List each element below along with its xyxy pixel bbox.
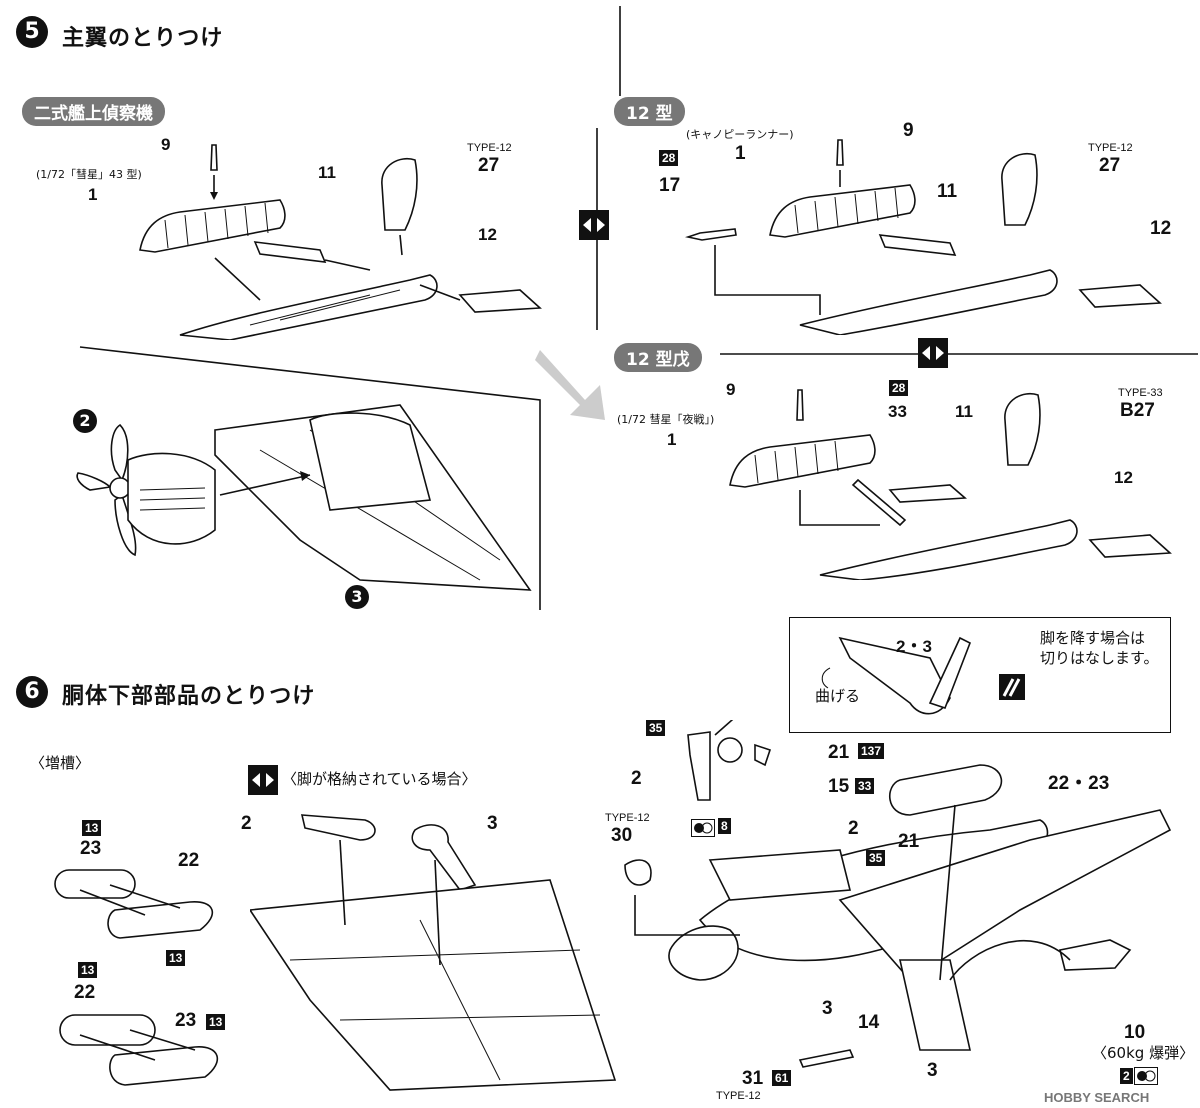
paint-code-33: 33	[855, 778, 875, 794]
callout-3-badge: 3	[345, 585, 369, 609]
nishiki-assembly-diagram	[139, 144, 542, 340]
step-5-badge: 5	[16, 16, 48, 48]
part-number-23-a: 23	[80, 838, 102, 859]
part-number-15: 15	[828, 776, 850, 797]
paint-code-8: 8	[718, 818, 731, 834]
paint-code-13-c: 13	[78, 962, 98, 978]
part-number-9-mid: 9	[726, 380, 736, 399]
transfer-badge-top	[579, 210, 609, 240]
part-number-31: 31	[742, 1068, 764, 1089]
part-number-1-right: 1	[735, 143, 746, 164]
paint-code-35-low: 35	[866, 850, 886, 866]
type12b-assembly-diagram	[729, 389, 1172, 580]
step-6-badge: 6	[16, 676, 48, 708]
underside-assembly-diagram	[624, 720, 1172, 1068]
paint-split-icon-bomb	[1134, 1067, 1158, 1085]
step-5-title: 主翼のとりつけ	[62, 26, 224, 51]
note-gear-retracted: 〈脚が格納されている場合〉	[282, 770, 477, 788]
part-number-3-retract: 3	[487, 813, 498, 834]
part-number-27-left: 27	[478, 155, 500, 176]
part-number-3-low: 3	[822, 998, 833, 1019]
part-number-22-23: 22・23	[1048, 773, 1110, 794]
part-number-10: 10	[1124, 1022, 1146, 1043]
variant-label-type12b: 12 型戊	[614, 343, 702, 372]
part-number-2-retract: 2	[241, 813, 252, 834]
transfer-badge-mid	[918, 338, 948, 368]
paint-code-137: 137	[858, 743, 885, 759]
drop-tank-diagram-1	[54, 869, 214, 939]
drop-tank-diagram-2	[59, 1014, 219, 1086]
part-number-2-cover: 2	[848, 818, 859, 839]
part-number-9-right: 9	[903, 120, 914, 141]
callout-2-badge: 2	[73, 409, 97, 433]
paint-code-13-a: 13	[82, 820, 102, 836]
type-label-30: TYPE-12	[605, 812, 650, 824]
note-suisei-night: (1/72 彗星「夜戦」)	[617, 413, 715, 426]
part-number-11-right: 11	[937, 181, 958, 202]
note-gear-down: 脚を降す場合は 切りはなします。	[1040, 629, 1159, 667]
part-number-9-left: 9	[161, 135, 171, 154]
note-suisei43: (1/72「彗星」43 型)	[36, 168, 142, 181]
gear-down-inset	[789, 617, 1171, 733]
part-number-33-mid: 33	[888, 402, 907, 421]
part-number-14: 14	[858, 1012, 880, 1033]
part-number-21-top: 21	[828, 742, 850, 763]
engine-wing-diagram	[76, 404, 532, 591]
type12-assembly-diagram	[684, 139, 1162, 335]
gear-retracted-diagram	[250, 814, 617, 1091]
part-number-22-b: 22	[74, 982, 96, 1003]
part-number-B27: B27	[1120, 400, 1155, 421]
type-label-31: TYPE-12	[716, 1090, 761, 1102]
paint-code-2: 2	[1120, 1068, 1133, 1084]
part-number-27-right: 27	[1099, 155, 1121, 176]
part-number-12-mid: 12	[1114, 468, 1133, 487]
variant-label-nishiki: 二式艦上偵察機	[22, 97, 165, 126]
part-number-11-left: 11	[318, 163, 336, 182]
step-6-title: 胴体下部部品のとりつけ	[62, 684, 316, 709]
paint-code-61: 61	[772, 1070, 792, 1086]
part-number-17: 17	[659, 175, 681, 196]
paint-split-icon	[691, 819, 715, 837]
part-number-12-left: 12	[478, 225, 497, 244]
paint-code-35-top: 35	[646, 720, 666, 736]
paint-code-28-top: 28	[659, 150, 679, 166]
cut-icon	[999, 674, 1025, 700]
gear-bend-diagram	[821, 636, 972, 715]
type-label-left: TYPE-12	[467, 142, 512, 154]
paint-code-13-b: 13	[166, 950, 186, 966]
note-canopy-runner: (キャノピーランナー)	[686, 128, 794, 141]
part-number-3-wing: 3	[927, 1060, 938, 1081]
paint-code-28-mid: 28	[889, 380, 909, 396]
part-number-1-mid: 1	[667, 430, 677, 449]
type-label-type33: TYPE-33	[1118, 387, 1163, 399]
note-bend: 曲げる	[815, 687, 861, 705]
part-number-2-3: 2・3	[896, 637, 932, 656]
part-number-22-a: 22	[178, 850, 200, 871]
part-number-12-right: 12	[1150, 218, 1172, 239]
variant-label-type12: 12 型	[614, 97, 685, 126]
part-number-23-b: 23	[175, 1010, 197, 1031]
part-number-21-low: 21	[898, 831, 920, 852]
transfer-badge-gear	[248, 765, 278, 795]
part-number-2-gear: 2	[631, 768, 642, 789]
paint-code-13-d: 13	[206, 1014, 226, 1030]
part-number-1-left: 1	[88, 185, 98, 204]
watermark: HOBBY SEARCH	[1044, 1090, 1150, 1105]
note-drop-tank: 〈増槽〉	[30, 754, 91, 772]
part-number-11-mid: 11	[955, 402, 973, 421]
part-number-30: 30	[611, 825, 633, 846]
type-label-right: TYPE-12	[1088, 142, 1133, 154]
note-bomb: 〈60kg 爆弾〉	[1092, 1044, 1195, 1062]
